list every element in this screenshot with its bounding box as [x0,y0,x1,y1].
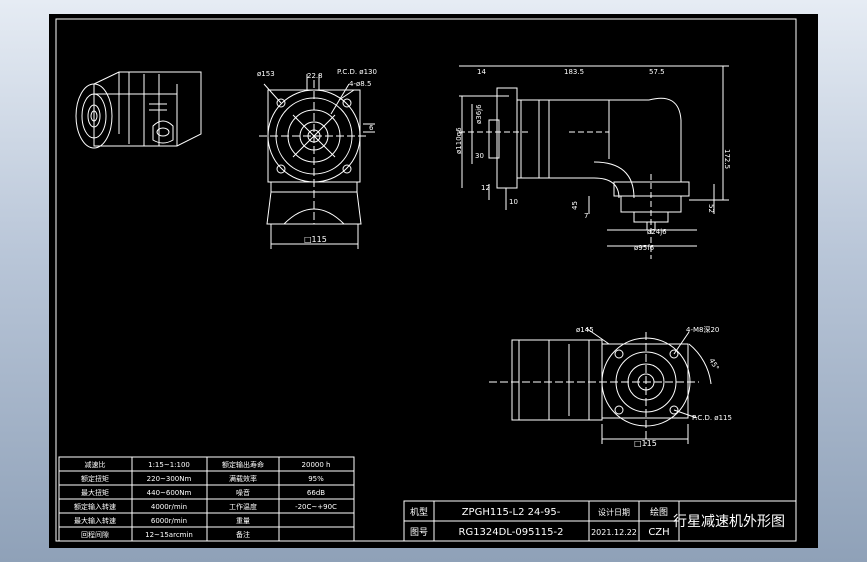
side-offset-label: 14 [477,68,486,76]
isometric-view [75,71,202,149]
front-height-label: 6 [369,124,374,132]
end-holes-label: 4-M8深20 [686,325,719,334]
dim-12-label: 12 [481,184,490,192]
spec-r5c3: 重量 [236,517,250,525]
spec-r4c2: 4000r/min [151,503,187,511]
spec-r1c3: 额定输出寿命 [222,460,264,469]
spec-r5c1: 最大输入转速 [74,516,116,525]
side-right-label: 57.5 [649,68,665,76]
holes-label: 4-ø8.5 [349,80,371,88]
spec-r1c1: 减速比 [85,460,106,469]
spec-r6c2: 12~15arcmin [145,531,193,539]
front-width-label: 22.8 [307,72,323,80]
spec-r2c1: 额定扭矩 [81,474,109,483]
design-date-label: 设计日期 [598,507,630,517]
drawing-no-value: RG1324DL-095115-2 [459,527,564,538]
drawn-by-label: 绘图 [650,506,668,518]
dim-52-label: 52 [707,204,715,213]
title-block-frame [403,500,797,542]
spec-r3c2: 440~600Nm [147,489,192,497]
spec-r5c2: 6000r/min [151,517,187,525]
model-label: 机型 [410,506,428,518]
spec-r2c3: 满载效率 [229,474,257,483]
side-length-label: 183.5 [564,68,584,76]
end-base-label: □115 [634,439,657,448]
title-block: 机型 ZPGH115-L2 24-95- 图号 RG1324DL-095115-… [410,506,785,538]
spec-r3c4: 66dB [307,489,325,497]
cad-drawing: ø153 22.8 P.C.D. ø130 4-ø8.5 6 □115 183.… [55,18,797,542]
end-angle-label: 45° [707,357,720,372]
dim-95-label: ø95f6 [634,244,655,252]
side-view [459,65,729,259]
end-dia-label: ø145 [576,326,594,334]
drawing-sheet: ø153 22.8 P.C.D. ø130 4-ø8.5 6 □115 183.… [49,14,818,548]
spec-r6c3: 备注 [236,530,250,539]
spec-r1c2: 1:15~1:100 [148,461,190,469]
front-view [259,74,375,249]
design-date-value: 2021.12.22 [591,528,637,537]
spec-r2c2: 220~300Nm [147,475,192,483]
front-dia-label: ø153 [257,70,275,78]
shaft2-dia-label: ø36j6 [475,104,483,124]
spec-r6c1: 回程间隙 [81,530,109,539]
side-vert-label: 172.5 [723,149,731,169]
drawing-title: 行星减速机外形图 [673,514,785,530]
drawing-no-label: 图号 [410,527,428,538]
specs-table: 减速比 1:15~1:100 额定输出寿命 20000 h 额定扭矩 220~3… [74,460,337,539]
spec-r3c1: 最大扭矩 [81,488,109,497]
spec-r3c3: 噪音 [236,488,250,497]
model-value: ZPGH115-L2 24-95- [462,507,561,518]
end-pcd-label: P.C.D. ø115 [692,414,732,422]
spec-r1c4: 20000 h [302,461,331,469]
dim-30-label: 30 [475,152,484,160]
dim-10-label: 10 [509,198,518,206]
specs-table-frame [58,456,355,542]
drawn-by-value: CZH [648,527,669,538]
shaft-dia-label: ø110g6 [455,127,463,154]
dim-24-label: ø24j6 [647,228,667,236]
dim-7-label: 7 [584,212,588,220]
spec-r4c4: -20C~+90C [295,503,337,511]
spec-r2c4: 95% [308,475,324,483]
front-base-label: □115 [304,235,327,244]
end-view [489,327,712,444]
pcd-label: P.C.D. ø130 [337,68,377,76]
dim-45-label: 45 [571,201,579,210]
spec-r4c3: 工作温度 [229,502,257,511]
spec-r4c1: 额定输入转速 [74,502,116,511]
